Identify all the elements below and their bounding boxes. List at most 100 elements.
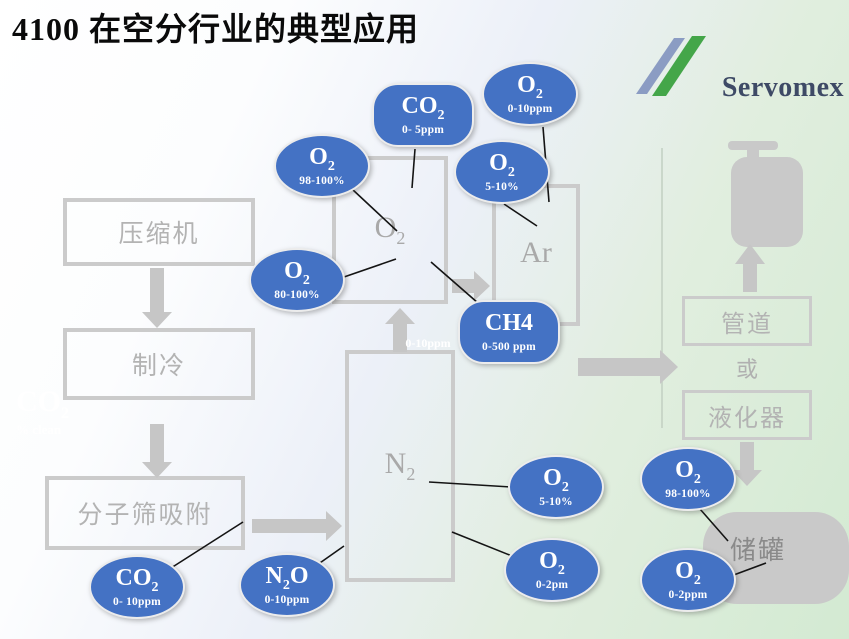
gas-pre: CO — [115, 564, 152, 591]
range-label: 0- 5ppm — [402, 124, 444, 137]
formula-pre: O — [374, 211, 397, 244]
gas-sub: 2 — [693, 471, 701, 487]
gas-sub: 2 — [151, 579, 159, 595]
range-label: 98-100% — [299, 175, 345, 188]
or-label: 或 — [736, 357, 759, 382]
gas-pre: O — [675, 456, 694, 483]
balloon-n2o-0-10ppm: N2O 0-10ppm — [239, 553, 335, 617]
slide-title: 4100 在空分行业的典型应用 — [12, 11, 420, 47]
formula-pre: CO — [16, 385, 61, 418]
formula-sub: 2 — [396, 228, 406, 248]
process-box-label: 管道 — [721, 310, 773, 338]
range-label: 0-10ppm — [507, 103, 553, 116]
process-box-compressor: 压缩机 — [63, 198, 255, 266]
gas-sub: 2 — [282, 577, 290, 593]
range-label: 5-10% — [539, 496, 573, 509]
formula-pre: Ar — [520, 236, 552, 269]
process-box-label: 液化器 — [708, 404, 786, 432]
gas-formula: O2 — [675, 559, 701, 588]
process-box-pipeline: 管道 — [682, 296, 812, 346]
gas-formula: CO2 — [116, 566, 159, 595]
gas-pre: CO — [401, 92, 438, 119]
gas-formula: O2 — [284, 259, 310, 288]
balloon-o2-80-100: O2 80-100% — [249, 248, 345, 312]
range-label: 98-100% — [665, 488, 711, 501]
gas-formula: O2 — [517, 73, 543, 102]
gas-pre: O — [517, 71, 536, 98]
gas-pre: O — [489, 149, 508, 176]
gas-sub: 2 — [327, 158, 335, 174]
gas-pre: O — [284, 257, 303, 284]
gas-pre: O — [543, 464, 562, 491]
range-label: 0- 10ppm — [113, 596, 161, 609]
gas-sub: 2 — [535, 86, 543, 102]
process-box-cooling: 制冷 — [63, 328, 255, 400]
distillation-vessel-silhouette — [728, 141, 803, 247]
range-label: 0-2pm — [535, 579, 569, 592]
balloon-co2-0-10ppm: CO2 0- 10ppm — [89, 555, 185, 619]
n2-to-o2-flow-label: 0-10ppm — [405, 336, 451, 350]
process-box-label: 制冷 — [131, 352, 186, 380]
gas-post: O — [289, 562, 309, 589]
gas-formula: N2O — [265, 564, 308, 593]
range-label: 80-100% — [274, 289, 320, 302]
range-label: 0-10ppm — [264, 594, 310, 607]
storage-tank-label: 储罐 — [730, 535, 787, 565]
gas-formula: O2 — [543, 466, 569, 495]
range-label: 0-500 ppm — [482, 341, 536, 354]
gas-formula: O2 — [309, 145, 335, 174]
process-box-label: 压缩机 — [118, 220, 200, 248]
gas-pre: O — [675, 557, 694, 584]
gas-formula: CH4 — [485, 311, 533, 340]
arrow-pipeline-to-vessel — [735, 244, 765, 292]
formula-pre: N — [384, 447, 407, 480]
gas-formula: O2 — [539, 549, 565, 578]
balloon-o2-0-10ppm-top: O2 0-10ppm — [482, 62, 578, 126]
process-box-liquefier: 液化器 — [682, 390, 812, 440]
watermark-note: % clean — [16, 421, 62, 437]
gas-sub: 2 — [437, 107, 445, 123]
arrow-compressor-to-cooling — [142, 268, 172, 328]
logo-stripe-blue — [636, 38, 685, 94]
gas-sub: 2 — [561, 479, 569, 495]
balloon-o2-98-100-right: O2 98-100% — [640, 447, 736, 511]
gas-sub: 2 — [302, 272, 310, 288]
gas-pre: O — [539, 547, 558, 574]
balloon-o2-5-10-lower: O2 5-10% — [508, 455, 604, 519]
balloon-o2-5-10-upper: O2 5-10% — [454, 140, 550, 204]
arrow-to-pipeline — [578, 350, 678, 384]
gas-sub: 2 — [557, 562, 565, 578]
gas-pre: CH4 — [485, 309, 533, 336]
balloon-o2-0-2ppm-right: O2 0-2ppm — [640, 548, 736, 612]
gas-formula: O2 — [675, 458, 701, 487]
logo-brand-text: Servomex — [721, 72, 844, 103]
gas-sub: 2 — [507, 164, 515, 180]
left-watermark: CO2 % clean — [16, 386, 69, 436]
process-box-label: N2 — [385, 447, 416, 485]
range-label: 5-10% — [485, 181, 519, 194]
logo-stripes-icon — [636, 36, 706, 96]
balloon-ch4-0-500ppm: CH4 0-500 ppm — [458, 300, 560, 364]
gas-formula: CO2 — [402, 94, 445, 123]
watermark-formula: CO2 — [16, 386, 69, 423]
arrow-o2-to-ar — [452, 271, 490, 301]
balloon-o2-0-2pm: O2 0-2pm — [504, 538, 600, 602]
servomex-logo: Servomex — [628, 16, 846, 104]
process-box-label: Ar — [520, 236, 552, 274]
arrow-liquefier-to-tank — [732, 442, 762, 486]
gas-pre: N — [265, 562, 283, 589]
balloon-o2-98-100-upper: O2 98-100% — [274, 134, 370, 198]
logo-stripe-green — [652, 36, 706, 96]
process-box-label: O2 — [375, 211, 406, 249]
gas-sub: 2 — [693, 572, 701, 588]
formula-sub: 2 — [61, 405, 69, 422]
process-box-label: 分子筛吸附 — [77, 501, 213, 529]
balloon-co2-0-5ppm: CO2 0- 5ppm — [372, 83, 474, 147]
formula-sub: 2 — [406, 464, 416, 484]
arrow-cooling-to-sieve — [142, 424, 172, 478]
range-label: 0-2ppm — [668, 589, 708, 602]
process-box-molecular-sieve: 分子筛吸附 — [45, 476, 245, 550]
process-box-n2-column: N2 — [345, 350, 455, 582]
arrow-sieve-to-n2 — [252, 511, 342, 541]
